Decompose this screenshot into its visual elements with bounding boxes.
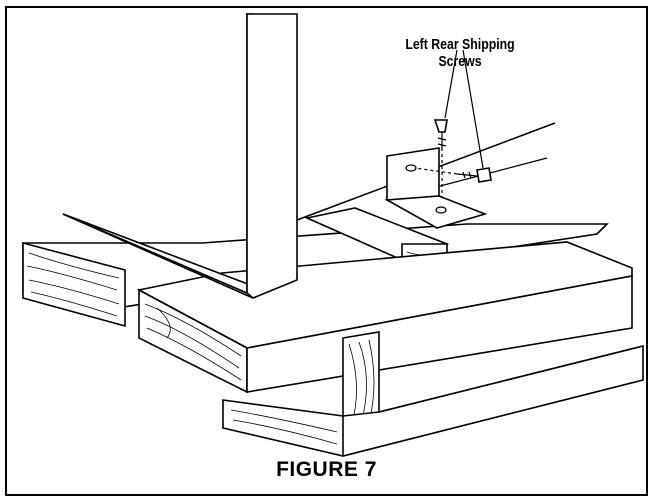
installation-illustration — [22, 13, 644, 457]
front-board-grain — [144, 303, 242, 381]
shipping-bracket — [384, 147, 488, 229]
left-joist-end — [22, 241, 126, 328]
left-joist-grain — [26, 252, 120, 317]
callout-line-2: Screws — [438, 53, 482, 70]
cabinet-corner — [246, 13, 298, 299]
callout-line-1: Left Rear Shipping — [405, 36, 515, 53]
rear-shipping-screw-icon — [414, 167, 492, 183]
cabinet-base-line — [62, 213, 254, 299]
lower-beam — [222, 344, 644, 457]
left-rear-shipping-screw-icon — [433, 49, 484, 198]
figure-caption: FIGURE 7 — [276, 458, 377, 481]
shipping-screws-callout: Left Rear Shipping Screws — [374, 36, 546, 70]
figure-frame: Left Rear Shipping Screws FIGURE 7 — [5, 6, 648, 496]
lower-beam-grain — [230, 409, 338, 445]
